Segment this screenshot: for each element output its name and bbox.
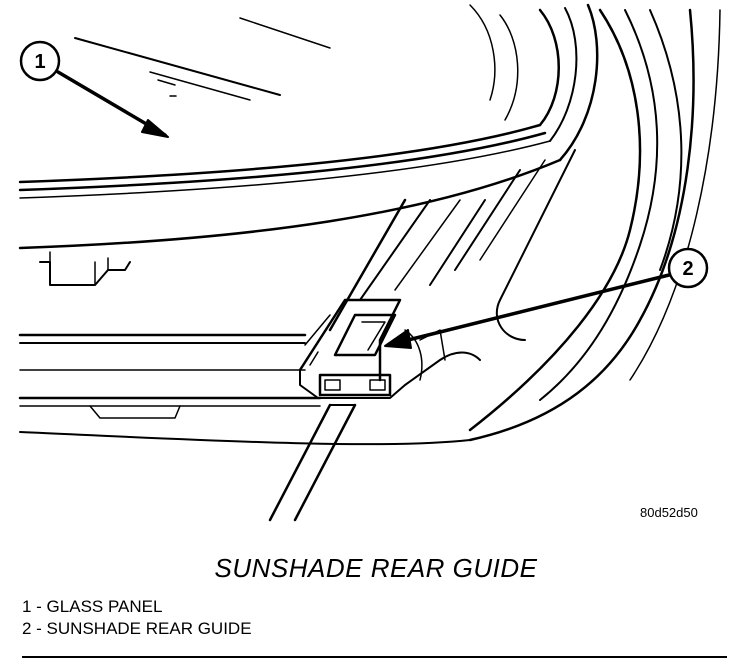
bottom-divider [22,656,727,658]
line-drawing-illustration: 1 2 [18,3,721,522]
callout-2 [384,247,709,349]
legend-item-glass-panel: 1 - GLASS PANEL [22,597,163,616]
legend-item-sunshade-rear-guide: 2 - SUNSHADE REAR GUIDE [22,619,252,638]
sunshade-rear-guide [298,298,481,399]
callout-1 [19,40,169,138]
figure-id-code: 80d52d50 [640,505,698,520]
glass-bracket [39,251,131,286]
pry-tool [268,403,357,522]
callout-1-number: 1 [34,51,45,73]
glass-panel [18,3,599,250]
roof-seal [18,333,471,446]
figure-title: SUNSHADE REAR GUIDE [214,553,538,583]
legend: 1 - GLASS PANEL 2 - SUNSHADE REAR GUIDE [22,596,252,640]
roof-frame [328,8,721,442]
callout-2-number: 2 [682,258,693,280]
